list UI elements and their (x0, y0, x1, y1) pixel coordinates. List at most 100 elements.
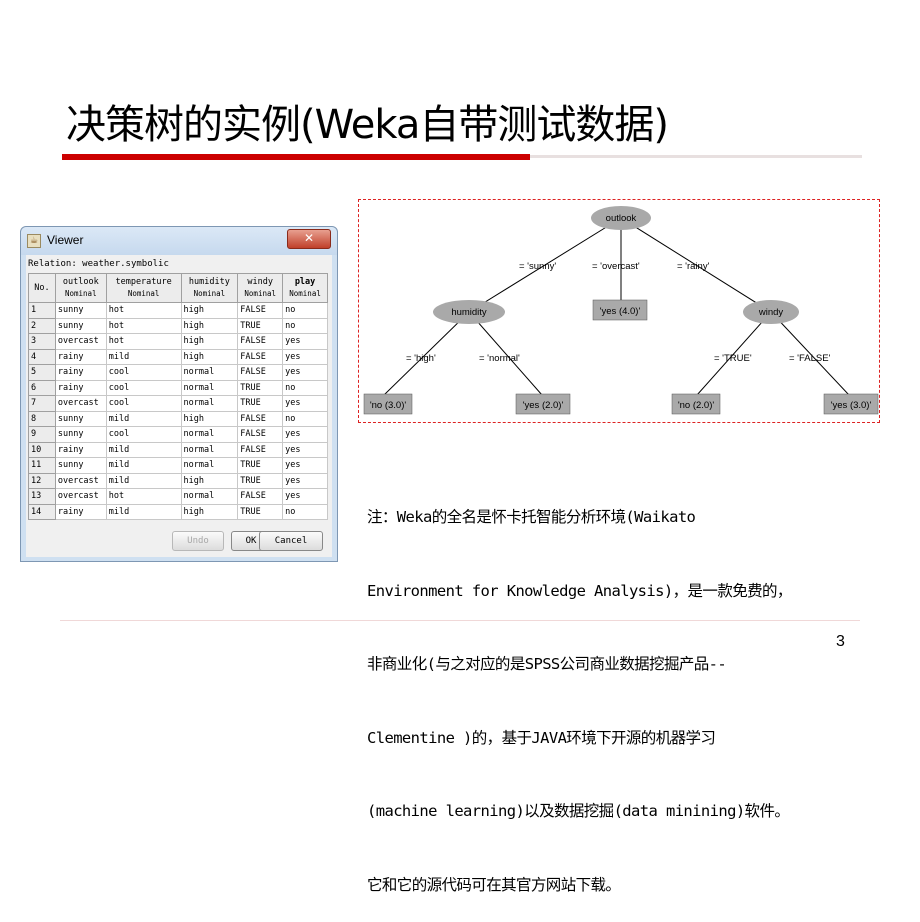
table-cell[interactable]: normal (180, 379, 239, 396)
table-cell[interactable]: high (180, 348, 239, 365)
table-cell[interactable]: overcast (54, 488, 107, 505)
table-cell[interactable]: cool (105, 426, 182, 443)
table-cell[interactable]: mild (105, 441, 182, 458)
column-type: Nominal (64, 289, 97, 298)
table-cell[interactable]: cool (105, 364, 182, 381)
table-cell[interactable]: no (282, 317, 328, 334)
undo-button[interactable]: Undo (172, 531, 224, 551)
table-cell[interactable]: overcast (54, 472, 107, 489)
table-cell[interactable]: TRUE (237, 503, 284, 520)
table-cell[interactable]: cool (105, 395, 182, 412)
table-cell[interactable]: rainy (54, 348, 107, 365)
table-cell[interactable]: sunny (54, 317, 107, 334)
table-cell[interactable]: rainy (54, 364, 107, 381)
table-cell[interactable]: overcast (54, 333, 107, 350)
table-cell[interactable]: sunny (54, 426, 107, 443)
table-cell[interactable]: FALSE (237, 488, 284, 505)
table-cell[interactable]: normal (180, 395, 239, 412)
note-line: Clementine )的，基于JAVA环境下开源的机器学习 (367, 728, 716, 747)
table-cell[interactable]: no (282, 379, 328, 396)
table-cell[interactable]: normal (180, 426, 239, 443)
table-cell[interactable]: TRUE (237, 395, 284, 412)
table-cell[interactable]: high (180, 302, 239, 319)
table-cell[interactable]: high (180, 317, 239, 334)
table-cell[interactable]: no (282, 302, 328, 319)
table-cell[interactable]: high (180, 472, 239, 489)
table-cell[interactable]: yes (282, 426, 328, 443)
table-cell[interactable]: no (282, 410, 328, 427)
edge-label-rainy: = 'rainy' (677, 261, 710, 272)
table-cell[interactable]: normal (180, 364, 239, 381)
viewer-titlebar[interactable]: ☕ Viewer ✕ (21, 227, 337, 255)
table-cell[interactable]: overcast (54, 395, 107, 412)
table-cell[interactable]: FALSE (237, 441, 284, 458)
title-underline-accent (62, 154, 530, 160)
table-cell[interactable]: FALSE (237, 364, 284, 381)
table-cell[interactable]: TRUE (237, 317, 284, 334)
table-cell[interactable]: hot (105, 333, 182, 350)
table-cell[interactable]: mild (105, 472, 182, 489)
table-cell[interactable]: no (282, 503, 328, 520)
table-cell[interactable]: FALSE (237, 410, 284, 427)
table-cell[interactable]: yes (282, 488, 328, 505)
close-button[interactable]: ✕ (287, 229, 331, 249)
page-number: 3 (836, 633, 845, 650)
table-cell[interactable]: normal (180, 441, 239, 458)
table-cell[interactable]: hot (105, 317, 182, 334)
table-cell[interactable]: sunny (54, 457, 107, 474)
cancel-button[interactable]: Cancel (259, 531, 323, 551)
table-cell[interactable]: cool (105, 379, 182, 396)
table-cell[interactable]: FALSE (237, 333, 284, 350)
table-cell[interactable]: yes (282, 457, 328, 474)
table-cell[interactable]: rainy (54, 441, 107, 458)
table-cell[interactable]: mild (105, 348, 182, 365)
table-cell[interactable]: mild (105, 457, 182, 474)
table-cell[interactable]: yes (282, 333, 328, 350)
table-cell[interactable]: normal (180, 457, 239, 474)
table-cell[interactable]: yes (282, 364, 328, 381)
table-cell[interactable]: hot (105, 302, 182, 319)
table-cell[interactable]: normal (180, 488, 239, 505)
table-cell[interactable]: TRUE (237, 379, 284, 396)
table-cell[interactable]: mild (105, 410, 182, 427)
table-cell[interactable]: yes (282, 395, 328, 412)
table-cell[interactable]: FALSE (237, 348, 284, 365)
table-cell[interactable]: FALSE (237, 302, 284, 319)
table-cell[interactable]: yes (282, 441, 328, 458)
table-cell[interactable]: high (180, 503, 239, 520)
table-cell[interactable]: sunny (54, 302, 107, 319)
table-cell[interactable]: high (180, 410, 239, 427)
table-cell[interactable]: TRUE (237, 472, 284, 489)
table-cell[interactable]: high (180, 333, 239, 350)
table-cell[interactable]: hot (105, 488, 182, 505)
table-cell[interactable]: sunny (54, 410, 107, 427)
table-cell[interactable]: TRUE (237, 457, 284, 474)
table-cell[interactable]: FALSE (237, 426, 284, 443)
table-cell[interactable]: rainy (54, 379, 107, 396)
tree-node-outlook-label: outlook (606, 213, 637, 224)
table-cell[interactable]: mild (105, 503, 182, 520)
table-cell[interactable]: yes (282, 348, 328, 365)
table-cell[interactable]: rainy (54, 503, 107, 520)
column-header[interactable]: No. (28, 273, 56, 303)
table-cell[interactable]: yes (282, 472, 328, 489)
